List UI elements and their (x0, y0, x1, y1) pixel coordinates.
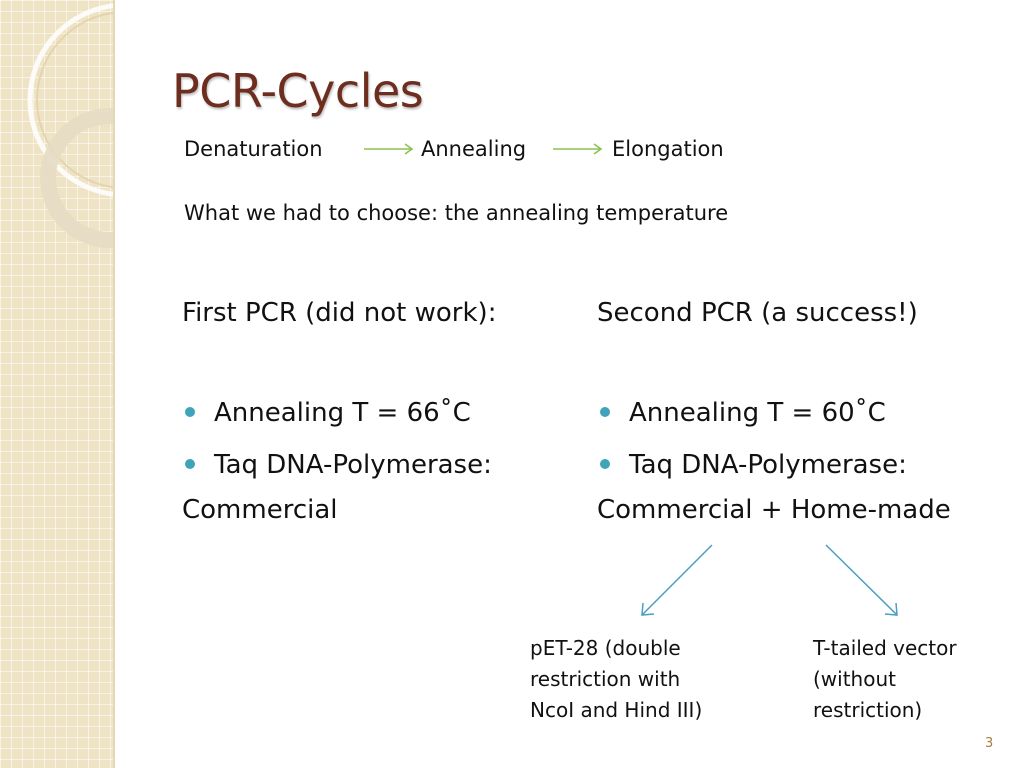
note-line: pET-28 (double (530, 636, 681, 660)
note-line: (without (813, 667, 896, 691)
step-denaturation: Denaturation (184, 137, 323, 161)
vector-note-t-tailed: T-tailed vector (without restriction) (813, 633, 957, 726)
note-line: NcoI and Hind III) (530, 698, 703, 722)
note-line: T-tailed vector (813, 636, 957, 660)
bullet-text: Taq DNA-Polymerase: (214, 450, 492, 480)
right-arrow-icon (364, 143, 414, 155)
first-pcr-heading: First PCR (did not work): (182, 298, 497, 328)
bullet-dot-icon (185, 407, 195, 417)
first-pcr-bullets: Annealing T = 66˚C Taq DNA-Polymerase: (182, 396, 492, 500)
bullet-dot-icon (600, 407, 610, 417)
choose-text: What we had to choose: the annealing tem… (184, 201, 729, 225)
step-elongation: Elongation (612, 137, 724, 161)
diagonal-arrow-icon (641, 544, 713, 616)
decorative-left-band (0, 0, 113, 768)
second-pcr-heading: Second PCR (a success!) (597, 298, 918, 328)
bullet-dot-icon (600, 459, 610, 469)
bullet-text: Annealing T = 66˚C (214, 398, 471, 428)
list-item: Taq DNA-Polymerase: (182, 448, 492, 500)
step-annealing: Annealing (421, 137, 527, 161)
first-pcr-enzyme: Commercial (182, 495, 338, 525)
bullet-text: Annealing T = 60˚C (629, 398, 886, 428)
decorative-circles (27, 3, 113, 248)
page-number: 3 (985, 736, 994, 751)
note-line: restriction with (530, 667, 681, 691)
list-item: Annealing T = 60˚C (597, 396, 907, 448)
second-pcr-enzyme: Commercial + Home-made (597, 495, 951, 525)
second-pcr-bullets: Annealing T = 60˚C Taq DNA-Polymerase: (597, 396, 907, 500)
vector-note-pet28: pET-28 (double restriction with NcoI and… (530, 633, 702, 726)
diagonal-arrow-icon (825, 544, 898, 616)
note-line: restriction) (813, 698, 923, 722)
bullet-text: Taq DNA-Polymerase: (629, 450, 907, 480)
bullet-dot-icon (185, 459, 195, 469)
list-item: Annealing T = 66˚C (182, 396, 492, 448)
slide-title: PCR-Cycles (172, 64, 424, 118)
right-arrow-icon (553, 143, 603, 155)
list-item: Taq DNA-Polymerase: (597, 448, 907, 500)
band-edge (113, 0, 115, 768)
